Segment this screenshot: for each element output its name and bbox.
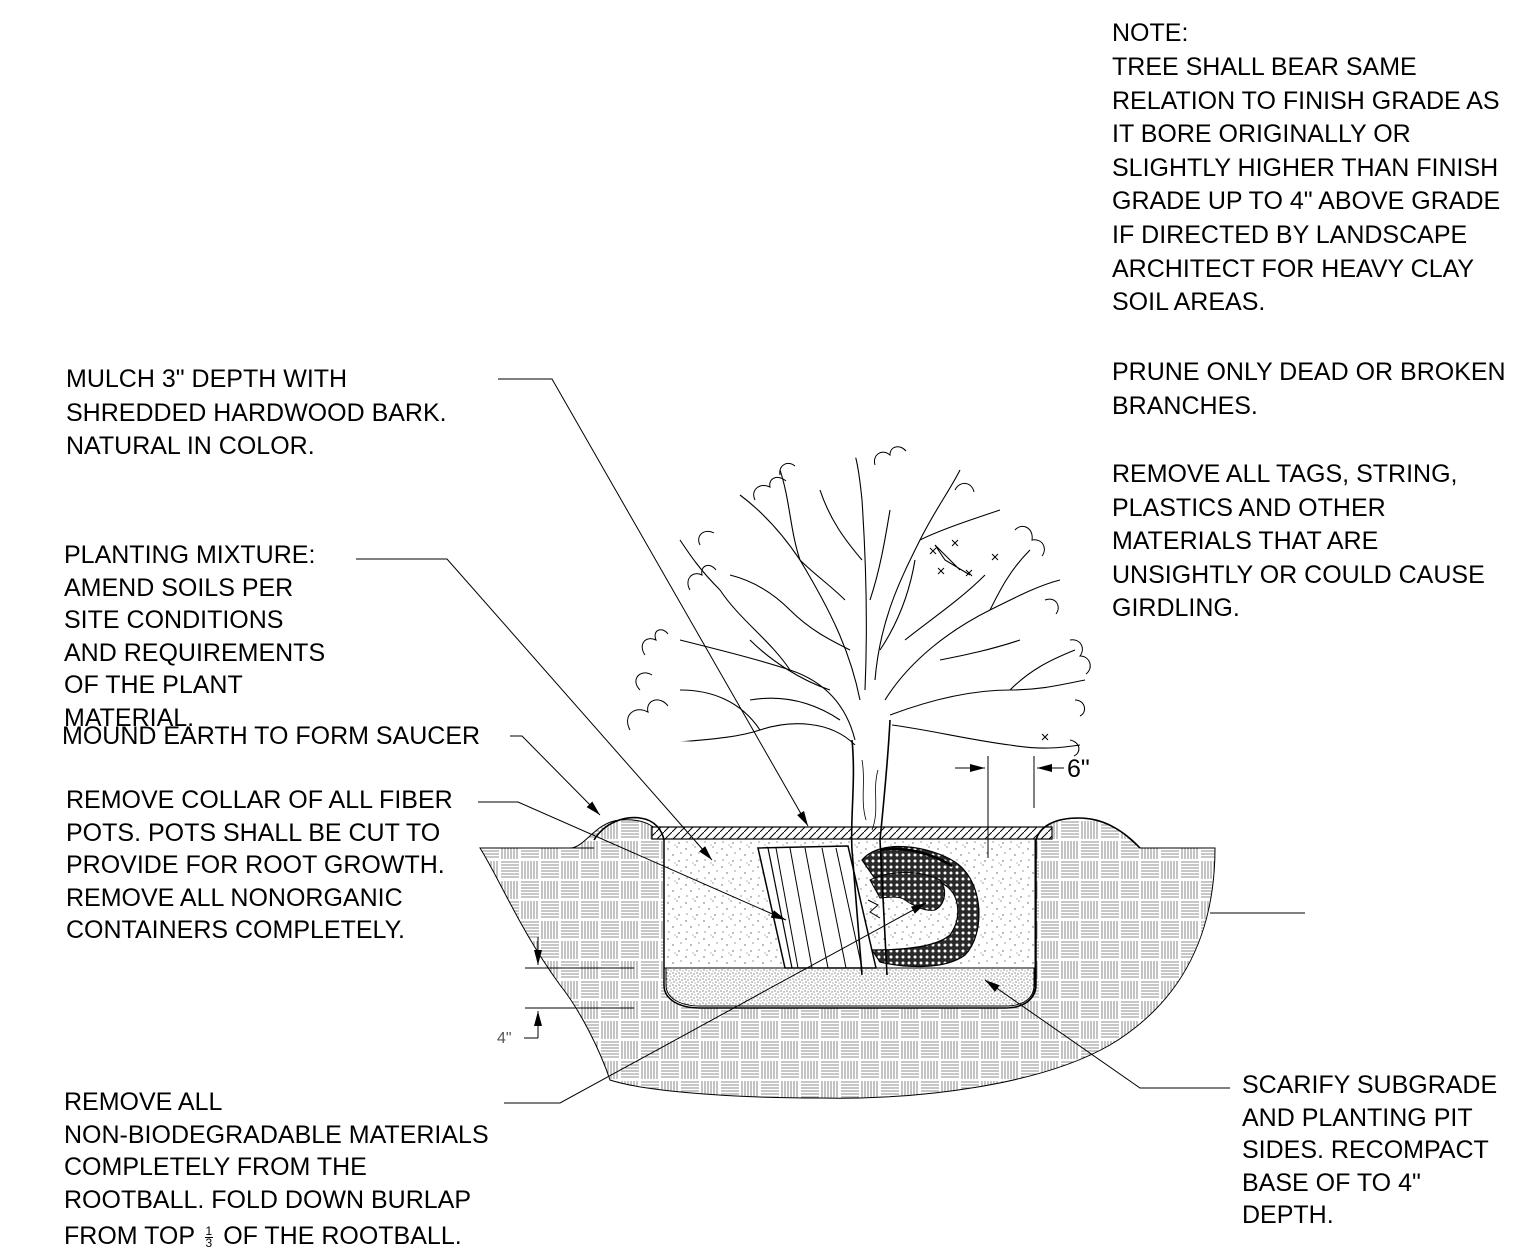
dimension-4in-label: 4"	[497, 1030, 512, 1047]
tags-note-line: MATERIALS THAT ARE	[1112, 527, 1379, 556]
burlap-label-line: REMOVE ALL	[64, 1088, 223, 1116]
burlap-leader	[504, 902, 927, 1104]
grade-note: TREE SHALL BEAR SAME RELATION TO FINISH …	[1112, 51, 1500, 320]
collar-label: REMOVE COLLAR OF ALL FIBER POTS. POTS SH…	[66, 784, 453, 947]
prune-note: PRUNE ONLY DEAD OR BROKEN BRANCHES.	[1112, 356, 1506, 423]
grade-note-line: ARCHITECT FOR HEAVY CLAY	[1112, 254, 1475, 283]
burlap-label: REMOVE ALL NON-BIODEGRADABLE MATERIALS C…	[64, 1086, 489, 1253]
mound-label: MOUND EARTH TO FORM SAUCER	[62, 722, 481, 750]
fiber-pot	[757, 845, 877, 969]
dimension-6in	[955, 756, 1064, 858]
planting-mixture-line: SITE CONDITIONS	[64, 606, 284, 634]
tree-trunk	[850, 719, 891, 976]
planting-mixture-leader	[356, 558, 713, 861]
scarify-label-line: BASE OF TO 4"	[1242, 1168, 1421, 1197]
tree-branches	[649, 457, 1086, 749]
scarify-label: SCARIFY SUBGRADE AND PLANTING PIT SIDES.…	[1242, 1069, 1497, 1232]
notes-header: NOTE:	[1112, 19, 1189, 47]
collar-label-line: REMOVE ALL NONORGANIC	[66, 883, 403, 912]
mound-leader	[510, 735, 601, 816]
scarify-label-line: DEPTH.	[1242, 1201, 1334, 1229]
grade-note-line: SLIGHTLY HIGHER THAN FINISH	[1112, 153, 1499, 182]
scarified-base	[665, 967, 1035, 1007]
saucer-berm-right	[1035, 817, 1141, 849]
planting-mixture-line: AMEND SOILS PER	[64, 573, 294, 602]
grade-note-line: IF DIRECTED BY LANDSCAPE	[1112, 220, 1468, 249]
planting-mixture-label: PLANTING MIXTURE: AMEND SOILS PER SITE C…	[64, 539, 325, 734]
grade-note-line: RELATION TO FINISH GRADE AS	[1112, 86, 1500, 115]
scarify-leader	[984, 979, 1230, 1089]
planting-mixture-line: PLANTING MIXTURE:	[64, 541, 316, 569]
planting-mixture-line: AND REQUIREMENTS	[64, 638, 326, 667]
prune-note-line: BRANCHES.	[1112, 391, 1258, 420]
leader-lines	[356, 378, 1305, 1104]
mulch-label-line: MULCH 3" DEPTH WITH	[66, 365, 348, 393]
grade-note-line: GRADE UP TO 4" ABOVE GRADE	[1112, 187, 1501, 216]
tags-note-line: PLASTICS AND OTHER	[1112, 493, 1386, 522]
collar-label-line: REMOVE COLLAR OF ALL FIBER	[66, 786, 453, 814]
tags-note-line: REMOVE ALL TAGS, STRING,	[1112, 460, 1458, 488]
collar-label-line: CONTAINERS COMPLETELY.	[66, 916, 405, 944]
saucer-berm-left	[593, 816, 665, 841]
mulch-label: MULCH 3" DEPTH WITH SHREDDED HARDWOOD BA…	[66, 363, 447, 464]
burlap-label-line: ROOTBALL. FOLD DOWN BURLAP	[64, 1185, 472, 1214]
tags-note-line: GIRDLING.	[1112, 594, 1240, 623]
grade-note-line: TREE SHALL BEAR SAME	[1112, 53, 1417, 81]
collar-label-line: PROVIDE FOR ROOT GROWTH.	[66, 851, 445, 879]
grade-note-line: IT BORE ORIGINALLY OR	[1112, 120, 1411, 149]
scarify-label-line: SIDES. RECOMPACT	[1242, 1136, 1489, 1164]
tags-note-line: UNSIGHTLY OR COULD CAUSE	[1112, 560, 1485, 589]
scarify-label-line: SCARIFY SUBGRADE	[1242, 1071, 1498, 1099]
planting-mixture-line: MATERIAL.	[64, 703, 195, 732]
dimension-6in-label: 6"	[1067, 755, 1090, 783]
planting-mixture-line: OF THE PLANT	[64, 671, 243, 699]
collar-leader	[478, 801, 787, 921]
collar-label-line: POTS. POTS SHALL BE CUT TO	[66, 818, 441, 847]
burlap-rootball	[861, 845, 980, 968]
tags-note: REMOVE ALL TAGS, STRING, PLASTICS AND OT…	[1112, 458, 1485, 626]
burlap-label-line: NON-BIODEGRADABLE MATERIALS	[64, 1120, 489, 1149]
mulch-label-line: SHREDDED HARDWOOD BARK.	[66, 398, 447, 427]
canopy-scallops	[627, 446, 1091, 757]
burlap-label-line: COMPLETELY FROM THE	[64, 1153, 367, 1181]
scarify-label-line: AND PLANTING PIT	[1242, 1103, 1473, 1132]
grade-note-line: SOIL AREAS.	[1112, 288, 1266, 317]
dimension-4in	[524, 937, 634, 1039]
prune-note-line: PRUNE ONLY DEAD OR BROKEN	[1112, 358, 1506, 386]
mulch-label-line: NATURAL IN COLOR.	[66, 432, 315, 461]
mulch-leader	[498, 378, 809, 827]
